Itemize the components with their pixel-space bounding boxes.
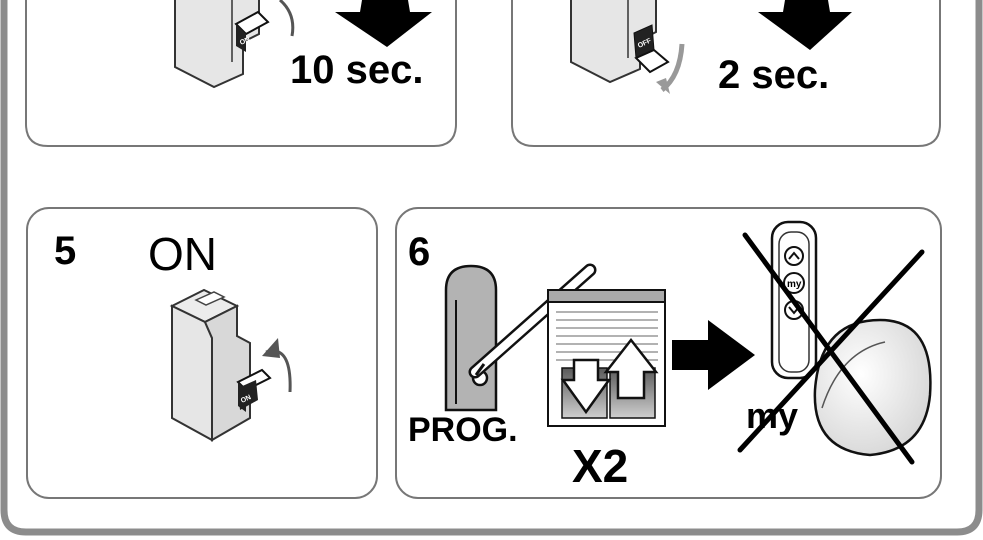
down-arrow-icon <box>758 0 852 50</box>
breaker-switch-on: ON <box>174 0 270 89</box>
wait-time-10: 10 sec. <box>290 48 423 92</box>
wait-time-2: 2 sec. <box>718 53 829 97</box>
up-arrow-icon <box>603 337 659 400</box>
switch-on-label: ON <box>240 394 252 405</box>
panel-top-left: ON 10 sec. <box>25 0 457 147</box>
breaker-switch-on: ON <box>169 288 272 442</box>
down-arrow-icon <box>335 0 432 47</box>
panel-top-right: OFF 2 sec. <box>511 0 941 147</box>
breaker-switch-off: OFF <box>570 0 670 84</box>
step-5-title: ON <box>148 228 217 280</box>
prog-label: PROG. <box>408 411 518 449</box>
sphere-remote-icon <box>813 318 932 457</box>
down-arrow-icon <box>560 358 612 415</box>
roller-shutter-icon <box>547 289 666 427</box>
right-arrow-icon <box>672 320 755 390</box>
panel-5: 5 ON ON <box>26 207 378 499</box>
step-number-5: 5 <box>54 229 76 273</box>
up-button-icon <box>784 246 804 266</box>
step-number-6: 6 <box>408 230 430 274</box>
motor-head-icon <box>444 264 498 412</box>
remote-my-label: my <box>787 279 802 290</box>
repeat-x2-label: X2 <box>572 440 628 492</box>
rotate-arrow-icon <box>278 0 295 37</box>
my-button-icon <box>783 272 805 294</box>
cross-out-icon <box>737 232 925 465</box>
switch-on-label: ON <box>239 36 251 47</box>
panel-6: 6 PROG. X2 <box>395 207 942 499</box>
pen-tool-icon <box>468 263 597 379</box>
